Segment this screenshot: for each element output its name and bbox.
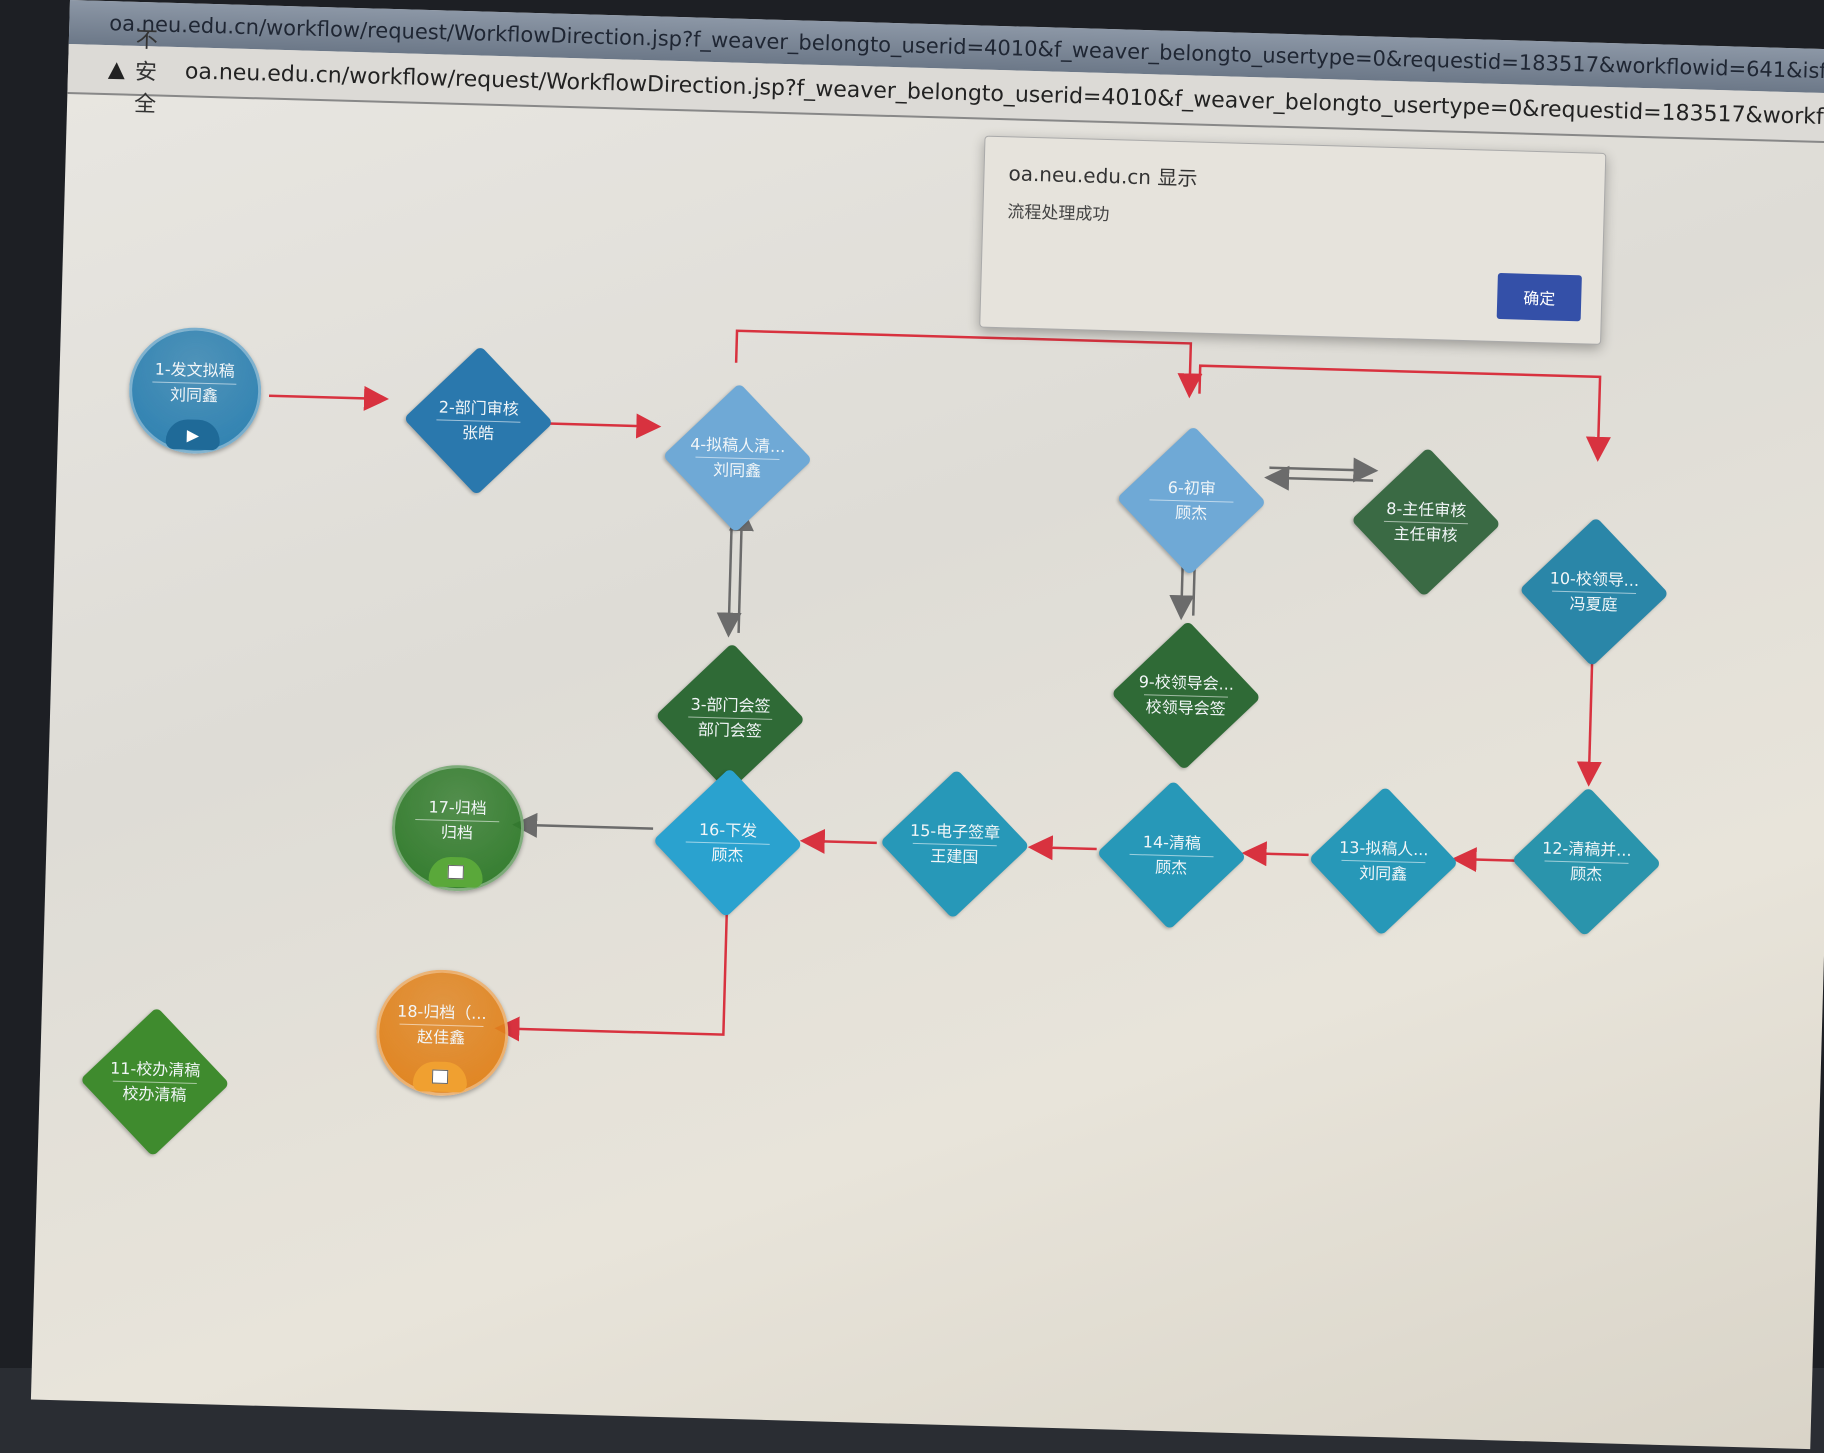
browser-window: oa.neu.edu.cn/workflow/request/WorkflowD…	[30, 0, 1824, 1450]
dialog-title: oa.neu.edu.cn 显示	[1008, 161, 1198, 191]
workflow-canvas: 1-发文拟稿刘同鑫▶ 2-部门审核张皓 3-部门会签部门会签 4-拟稿人清... 刘同鑫…	[31, 94, 1824, 1443]
ok-button[interactable]: 确定	[1496, 272, 1582, 322]
node-person: 顾杰	[1154, 857, 1188, 878]
dialog-message: 流程处理成功	[1007, 202, 1110, 226]
node-title: 13-拟稿人...	[1338, 837, 1429, 859]
workflow-node-1[interactable]: 1-发文拟稿刘同鑫▶	[127, 325, 263, 460]
workflow-node-4[interactable]: 4-拟稿人清... 刘同鑫	[660, 381, 814, 535]
warning-icon: ▲	[107, 56, 126, 83]
divider	[170, 57, 172, 84]
edge-14-15	[1027, 835, 1097, 861]
node-person: 顾杰	[711, 844, 744, 865]
workflow-node-8[interactable]: 8-主任审核主任审核	[1349, 445, 1503, 599]
node-title: 17-归档	[428, 796, 487, 818]
node-title: 2-部门审核	[438, 396, 520, 419]
node-title: 15-电子签章	[909, 820, 1001, 842]
node-person: 王建国	[930, 845, 979, 867]
workflow-node-14[interactable]: 14-清稿顾杰	[1094, 778, 1248, 932]
node-person: 校办清稿	[122, 1083, 187, 1105]
node-person: 校领导会签	[1145, 696, 1226, 719]
node-title: 4-拟稿人清...	[689, 433, 786, 456]
node-person: 刘同鑫	[712, 459, 762, 480]
workflow-node-13[interactable]: 13-拟稿人... 刘同鑫	[1306, 784, 1460, 938]
node-person: 冯夏庭	[1569, 593, 1618, 614]
node-person: 主任审核	[1393, 523, 1458, 545]
node-title: 8-主任审核	[1386, 498, 1467, 520]
workflow-node-2[interactable]: 2-部门审核张皓	[401, 344, 555, 498]
node-person: 顾杰	[1569, 863, 1603, 884]
node-title: 11-校办清稿	[109, 1058, 201, 1080]
edge-8-6	[1264, 465, 1374, 491]
workflow-node-11[interactable]: 11-校办清稿校办清稿	[78, 1005, 232, 1159]
node-title: 10-校领导...	[1549, 568, 1640, 590]
node-person: 归档	[440, 822, 474, 843]
edge-3-4	[728, 505, 754, 633]
edge-6-10	[1198, 364, 1611, 462]
node-title: 12-清稿并...	[1541, 837, 1632, 860]
node-title: 9-校领导会...	[1138, 671, 1235, 694]
edge-1-2	[268, 385, 389, 411]
edge-12-13	[1451, 847, 1515, 873]
workflow-node-18[interactable]: 18-归档（... 赵佳鑫	[374, 967, 511, 1102]
edge-16-17	[512, 812, 654, 838]
alert-dialog: oa.neu.edu.cn 显示 流程处理成功 确定	[979, 135, 1607, 345]
workflow-node-17[interactable]: 17-归档归档	[390, 763, 526, 897]
edge-2-4	[548, 413, 662, 439]
edge-13-14	[1241, 841, 1309, 867]
workflow-node-6[interactable]: 6-初审顾杰	[1114, 423, 1268, 577]
node-title: 6-初审	[1167, 477, 1217, 498]
edge-16-18	[494, 912, 729, 1042]
edge-15-16	[799, 828, 877, 854]
node-title: 1-发文拟稿	[154, 359, 235, 381]
node-person: 部门会签	[697, 719, 763, 741]
workflow-node-10[interactable]: 10-校领导... 冯夏庭	[1517, 515, 1671, 669]
node-person: 张皓	[461, 422, 495, 443]
edge-4-6	[734, 329, 1203, 399]
globe-icon	[99, 12, 100, 33]
node-person: 赵佳鑫	[416, 1026, 466, 1047]
node-person: 顾杰	[1174, 502, 1208, 523]
workflow-node-9[interactable]: 9-校领导会...校领导会签	[1109, 618, 1263, 772]
node-title: 18-归档（...	[396, 1001, 487, 1023]
workflow-node-15[interactable]: 15-电子签章王建国	[878, 767, 1032, 921]
workflow-node-12[interactable]: 12-清稿并... 顾杰	[1509, 785, 1663, 939]
node-title: 3-部门会签	[690, 694, 771, 716]
node-person: 刘同鑫	[1358, 862, 1408, 884]
node-title: 14-清稿	[1142, 831, 1202, 853]
node-person: 刘同鑫	[169, 384, 219, 405]
node-title: 16-下发	[698, 819, 758, 841]
workflow-node-16[interactable]: 16-下发顾杰	[651, 766, 805, 920]
